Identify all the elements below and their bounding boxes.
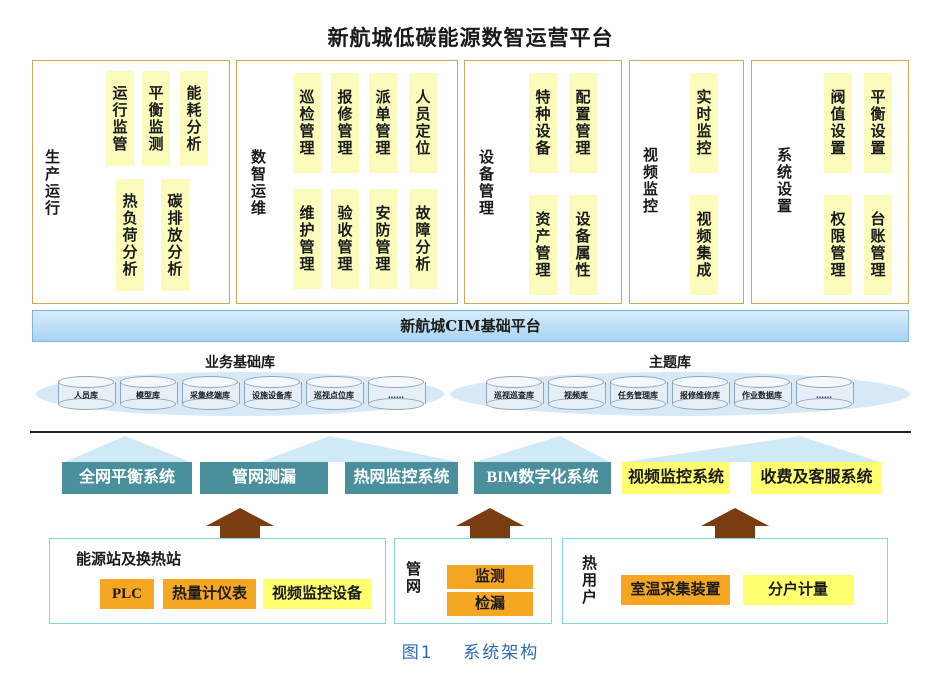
module-item: 台账管理 bbox=[864, 195, 892, 295]
connector-triangle bbox=[260, 436, 458, 462]
database-cylinder: 巡视点位库 bbox=[306, 376, 364, 410]
source-item: 检漏 bbox=[447, 592, 533, 616]
module-item: 配置管理 bbox=[569, 73, 597, 173]
module-equipment: 设备管理 特种设备 配置管理 资产管理 设备属性 bbox=[464, 60, 622, 304]
module-item: 报修管理 bbox=[331, 73, 359, 173]
module-production: 生产运行 运行监管 平衡监测 能耗分析 热负荷分析 碳排放分析 bbox=[32, 60, 230, 304]
source-item: 视频监控设备 bbox=[263, 579, 371, 609]
module-item: 派单管理 bbox=[369, 73, 397, 173]
cim-platform-bar: 新航城CIM基础平台 bbox=[32, 310, 909, 342]
source-item: 热量计仪表 bbox=[163, 579, 256, 609]
database-label: 人员库 bbox=[74, 390, 98, 400]
database-cylinder: …… bbox=[368, 376, 426, 410]
module-item: 阀值设置 bbox=[824, 73, 852, 173]
system-box: 收费及客服系统 bbox=[751, 462, 882, 494]
module-item: 验收管理 bbox=[331, 189, 359, 289]
database-cylinder: 报修维修库 bbox=[672, 376, 730, 410]
module-item: 权限管理 bbox=[824, 195, 852, 295]
system-box: 视频监控系统 bbox=[622, 462, 730, 494]
database-label: 作业数据库 bbox=[742, 390, 782, 400]
module-video: 视频监控 实时监控 视频集成 bbox=[629, 60, 744, 304]
module-operation: 数智运维 巡检管理 报修管理 派单管理 人员定位 维护管理 验收管理 安防管理 … bbox=[236, 60, 458, 304]
database-cylinder: 作业数据库 bbox=[734, 376, 792, 410]
database-label: 巡视点位库 bbox=[314, 390, 354, 400]
database-cylinder: 模型库 bbox=[120, 376, 178, 410]
page-title: 新航城低碳能源数智运营平台 bbox=[327, 25, 614, 50]
module-item: 安防管理 bbox=[369, 189, 397, 289]
database-label: 采集终端库 bbox=[190, 390, 230, 400]
database-label: 视频库 bbox=[564, 390, 588, 400]
source-item: 监测 bbox=[447, 565, 533, 589]
module-item: 视频集成 bbox=[690, 195, 718, 295]
source-label: 管网 bbox=[404, 561, 422, 595]
database-cylinder: 设施设备库 bbox=[244, 376, 302, 410]
business-db-title: 业务基础库 bbox=[205, 355, 275, 371]
database-label: 模型库 bbox=[136, 390, 160, 400]
system-box: 全网平衡系统 bbox=[62, 462, 192, 494]
module-label: 数智运维 bbox=[249, 149, 267, 217]
module-item: 能耗分析 bbox=[180, 71, 208, 166]
system-box: BIM数字化系统 bbox=[474, 462, 611, 494]
module-item: 设备属性 bbox=[569, 195, 597, 295]
database-cylinder: 采集终端库 bbox=[182, 376, 240, 410]
topic-db-title: 主题库 bbox=[649, 355, 691, 371]
connector-triangle bbox=[65, 436, 190, 462]
module-item: 平衡设置 bbox=[864, 73, 892, 173]
module-item: 维护管理 bbox=[293, 189, 321, 289]
module-label: 视频监控 bbox=[641, 147, 659, 215]
database-label: …… bbox=[388, 390, 404, 400]
source-label: 热用户 bbox=[580, 555, 598, 606]
source-item: 室温采集装置 bbox=[621, 575, 730, 605]
module-label: 系统设置 bbox=[775, 147, 793, 215]
database-label: 巡视巡查库 bbox=[494, 390, 534, 400]
module-settings: 系统设置 阀值设置 平衡设置 权限管理 台账管理 bbox=[751, 60, 909, 304]
module-item: 碳排放分析 bbox=[161, 179, 189, 291]
module-item: 热负荷分析 bbox=[116, 179, 144, 291]
source-item: 分户计量 bbox=[743, 575, 853, 605]
module-item: 实时监控 bbox=[690, 73, 718, 173]
figure-number: 图1 bbox=[401, 643, 434, 663]
module-item: 人员定位 bbox=[409, 73, 437, 173]
database-label: 报修维修库 bbox=[680, 390, 720, 400]
module-label: 生产运行 bbox=[43, 149, 61, 217]
connector-triangle bbox=[625, 436, 880, 462]
figure-title: 系统架构 bbox=[463, 643, 540, 663]
module-item: 运行监管 bbox=[106, 71, 134, 166]
database-cylinder: 视频库 bbox=[548, 376, 606, 410]
module-item: 故障分析 bbox=[409, 189, 437, 289]
database-cylinder: …… bbox=[796, 376, 854, 410]
database-cylinder: 人员库 bbox=[58, 376, 116, 410]
database-label: 设施设备库 bbox=[252, 390, 292, 400]
database-cylinder: 任务管理库 bbox=[610, 376, 668, 410]
database-cylinder: 巡视巡查库 bbox=[486, 376, 544, 410]
system-box: 热网监控系统 bbox=[345, 462, 458, 494]
database-label: …… bbox=[816, 390, 832, 400]
module-item: 特种设备 bbox=[529, 73, 557, 173]
module-item: 资产管理 bbox=[529, 195, 557, 295]
figure-caption: 图1 系统架构 bbox=[0, 638, 941, 663]
module-item: 巡检管理 bbox=[293, 73, 321, 173]
source-label: 能源站及换热站 bbox=[76, 550, 182, 568]
module-label: 设备管理 bbox=[477, 149, 495, 217]
system-box: 管网测漏 bbox=[200, 462, 328, 494]
source-item: PLC bbox=[100, 579, 154, 609]
module-item: 平衡监测 bbox=[142, 71, 170, 166]
database-label: 任务管理库 bbox=[618, 390, 658, 400]
connector-triangle bbox=[475, 436, 610, 462]
